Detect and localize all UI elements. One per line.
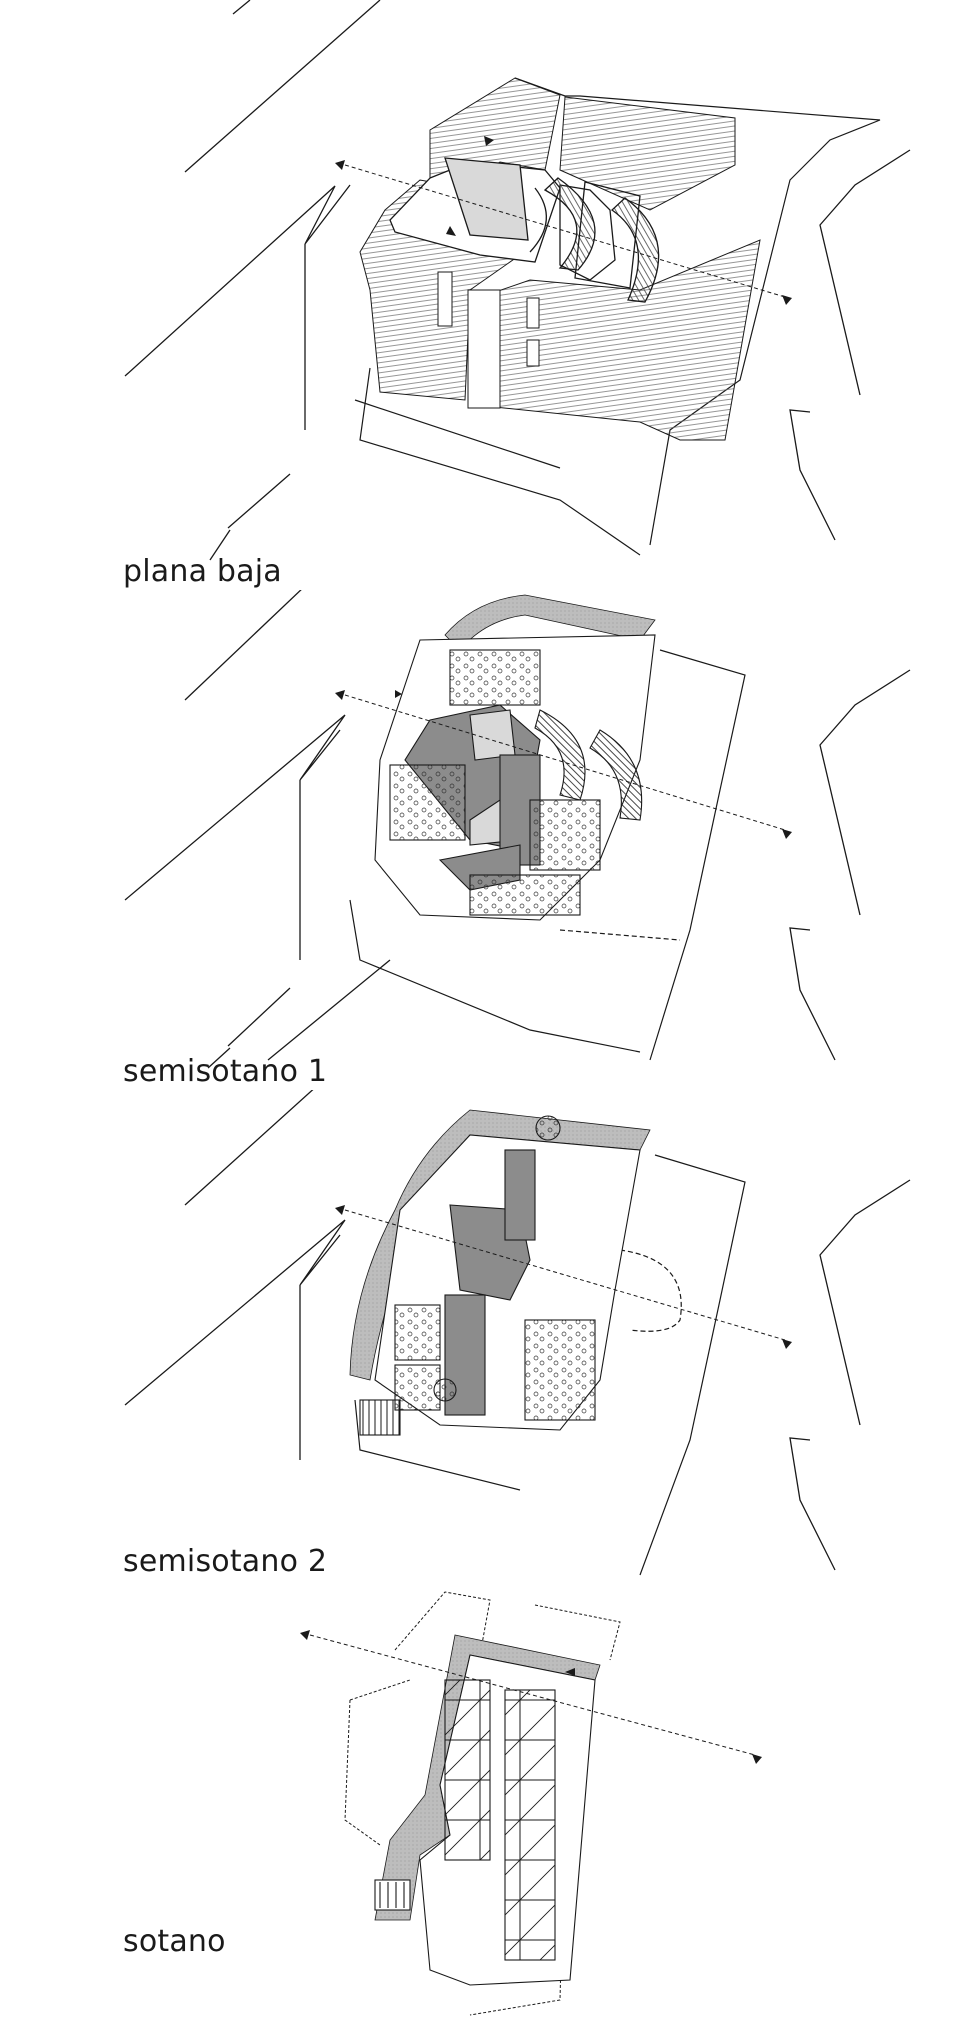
floor-plan-plana-baja [0, 0, 974, 600]
parking-areas [359, 77, 761, 441]
building-block [359, 1115, 641, 1436]
section-marker-icon [335, 1205, 792, 1349]
floor-label-sotano: sotano [123, 1924, 226, 1959]
floor-plan-semisotano-1 [0, 590, 974, 1070]
building-block [374, 634, 656, 921]
section-marker-icon [300, 1630, 762, 1764]
floor-plan-semisotano-2 [0, 1090, 974, 1580]
site-context-lines [124, 590, 911, 1069]
plan-drawing-plana-baja [124, 0, 911, 561]
building-block [389, 157, 660, 303]
building-block [374, 1654, 596, 1986]
site-context-lines [124, 0, 911, 561]
site-outline [349, 649, 746, 1061]
plan-drawing-semisotano-2 [124, 1090, 911, 1576]
plan-drawing-semisotano-1 [124, 590, 911, 1069]
retaining-wall [444, 594, 656, 651]
section-marker-icon [335, 690, 792, 839]
plan-drawing-sotano [300, 1591, 762, 2016]
floor-label-semisotano-2: semisotano 2 [123, 1544, 328, 1579]
site-outline [344, 1591, 621, 2016]
site-context-lines [124, 1090, 911, 1571]
site-outline [354, 1154, 746, 1576]
section-marker-icon [335, 160, 792, 305]
floor-plan-sotano [0, 1580, 974, 2021]
floor-label-semisotano-1: semisotano 1 [123, 1054, 328, 1089]
floor-label-plana-baja: plana baja [123, 554, 282, 589]
entrance-arrow-icon [446, 136, 494, 236]
